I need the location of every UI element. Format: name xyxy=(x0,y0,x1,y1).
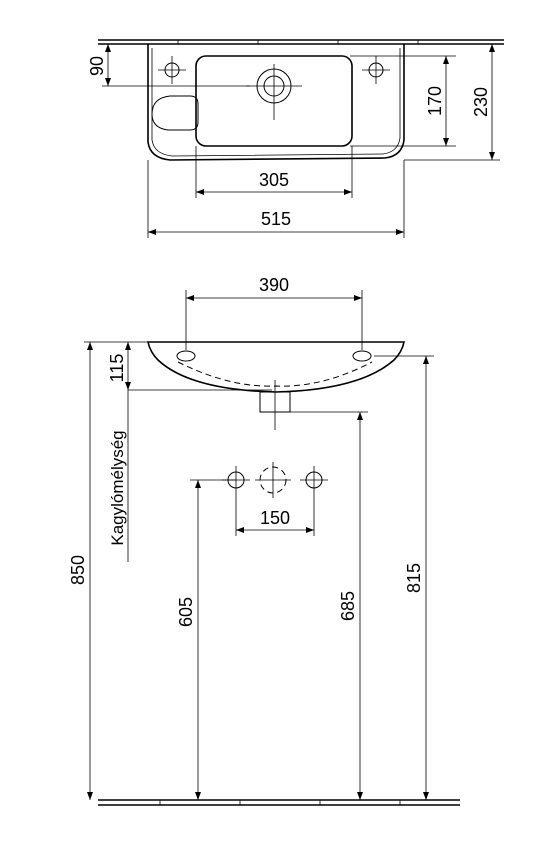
basin-rim-inner-top xyxy=(151,48,401,157)
top-view: 90 170 230 305 xyxy=(87,39,504,238)
dim-waste-height: 685 xyxy=(290,411,368,800)
dim-overall-width-label: 515 xyxy=(261,209,291,229)
fixing-slot-right xyxy=(352,350,372,362)
basin-outline-top xyxy=(147,44,405,161)
mounting-hole-left xyxy=(158,56,186,84)
waste-outlet xyxy=(259,380,291,430)
tap-hole xyxy=(246,64,302,120)
bowl-outline-top xyxy=(195,55,353,147)
waste-pipe-center xyxy=(255,462,291,498)
floor-line xyxy=(98,799,460,806)
dim-overall-width: 515 xyxy=(147,160,405,238)
front-view: 390 xyxy=(68,275,460,806)
dim-basin-depth-label: 170 xyxy=(425,86,445,116)
dim-rim-to-fixing-label: 115 xyxy=(107,354,127,383)
dim-basin-width: 305 xyxy=(195,146,353,198)
basin-depth-label: Kagylómélység xyxy=(108,430,127,545)
dim-supply-height-label: 605 xyxy=(176,597,196,627)
supply-pipe-right xyxy=(300,466,328,494)
dim-supply-height: 605 xyxy=(176,479,236,800)
dim-rim-height: 850 xyxy=(68,342,93,800)
dim-hole-offset-label: 90 xyxy=(87,56,107,76)
fixing-slot-left xyxy=(176,350,196,362)
dim-hole-offset: 90 xyxy=(87,44,250,87)
dim-fixing-spacing: 390 xyxy=(185,275,363,350)
dim-waste-height-label: 685 xyxy=(338,591,358,621)
dim-rim-height-label: 850 xyxy=(68,555,88,585)
dim-basin-width-label: 305 xyxy=(259,170,289,190)
mounting-hole-right xyxy=(362,56,390,84)
dim-basin-depth: 170 xyxy=(350,55,456,147)
dim-fixing-spacing-label: 390 xyxy=(259,275,289,295)
bowl-hidden-line xyxy=(177,361,373,387)
dim-overall-depth-label: 230 xyxy=(471,87,491,117)
basin-depth-annotation: Kagylómélység xyxy=(108,390,129,562)
dim-fixing-height: 815 xyxy=(374,355,434,800)
top-wall xyxy=(98,39,504,45)
dim-overall-depth: 230 xyxy=(404,44,500,161)
dim-pipe-spacing-label: 150 xyxy=(260,508,290,528)
soap-recess xyxy=(151,95,199,131)
dim-pipe-spacing: 150 xyxy=(235,494,315,536)
dim-fixing-height-label: 815 xyxy=(404,563,424,593)
dim-rim-to-fixing: 115 xyxy=(84,341,272,391)
